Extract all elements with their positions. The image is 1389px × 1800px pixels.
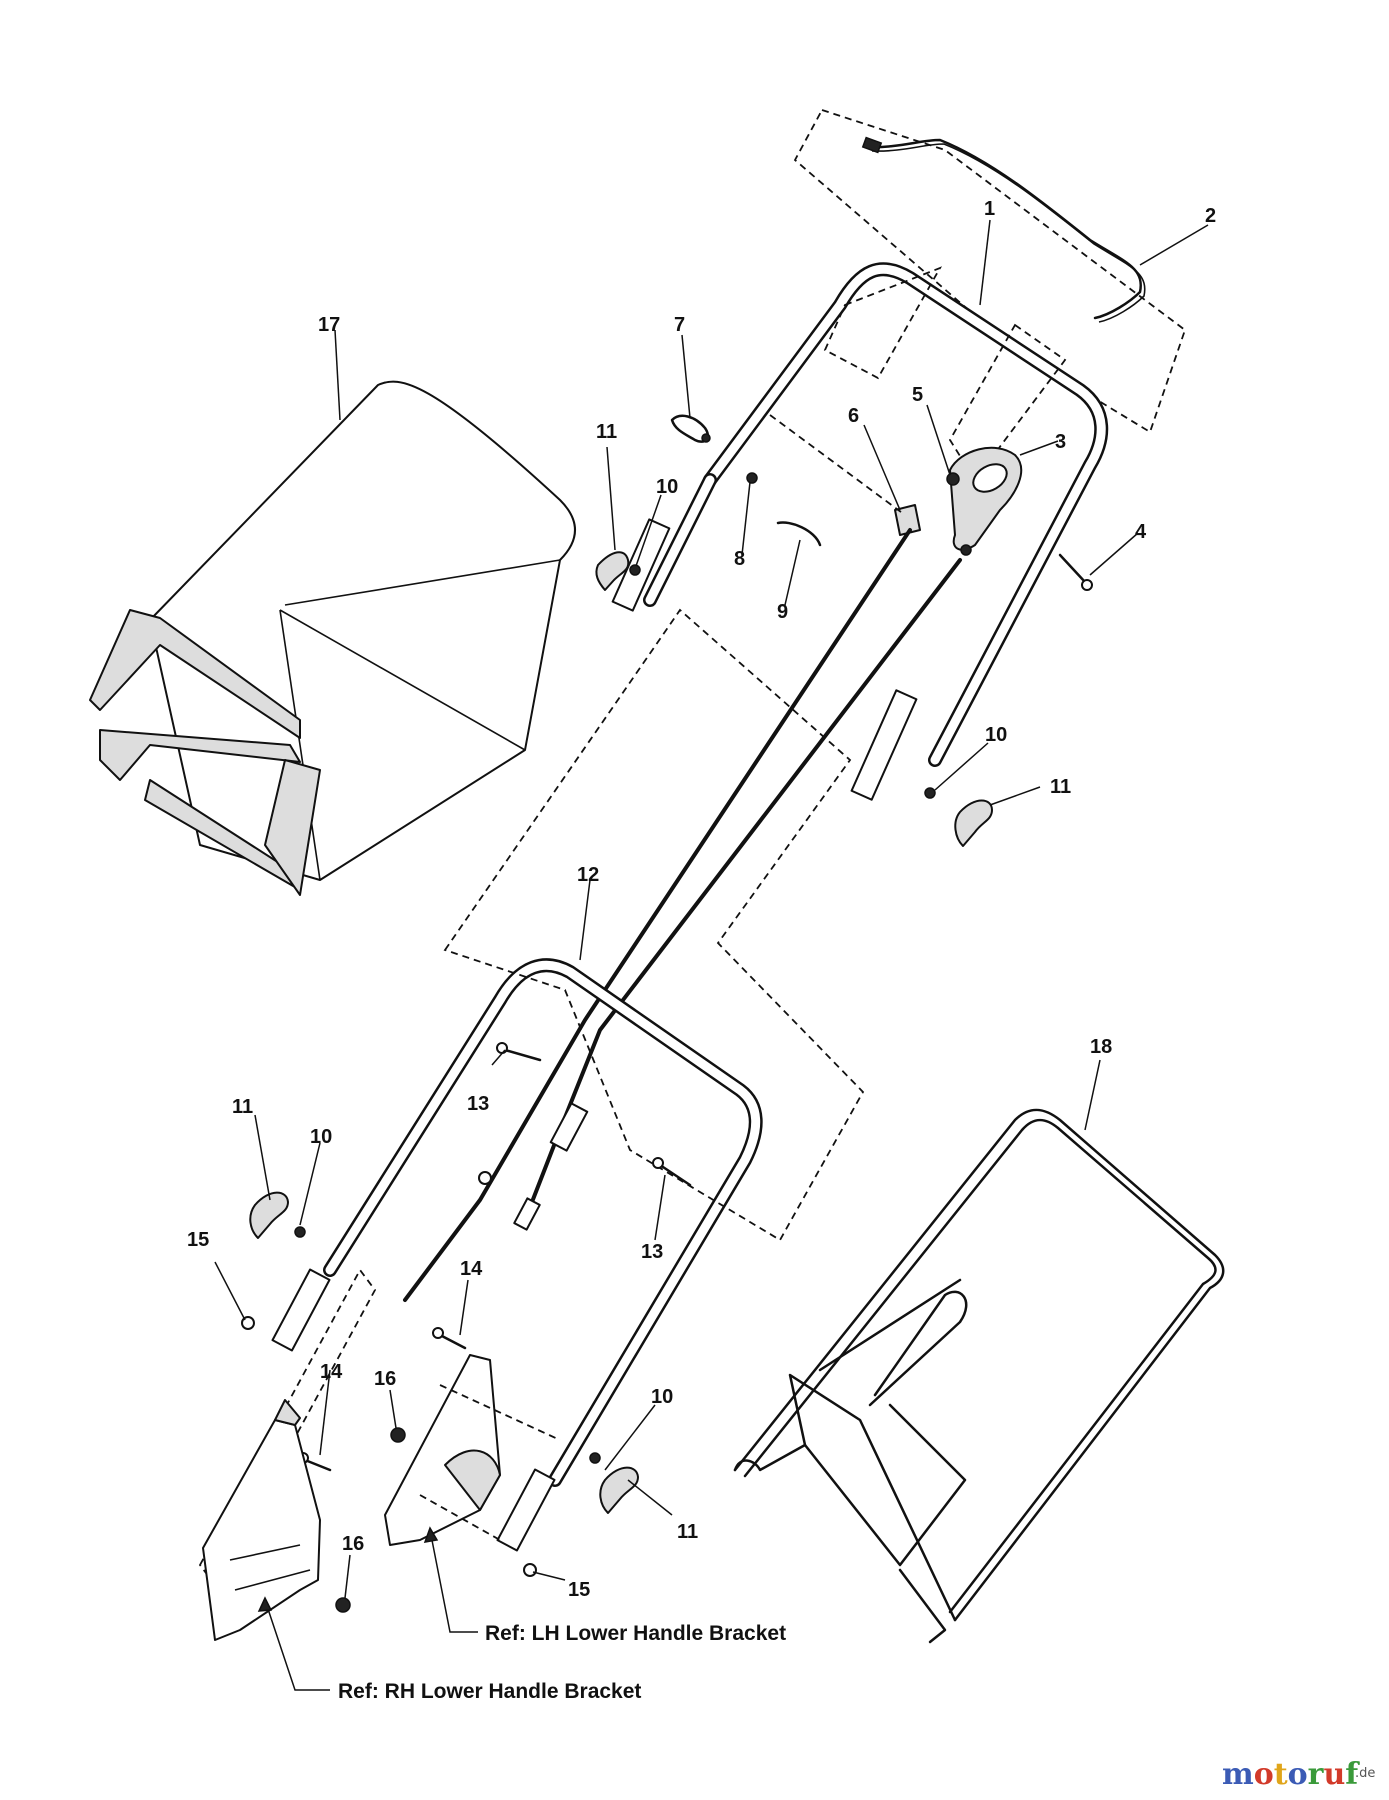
knob-upper-left-part bbox=[595, 551, 641, 591]
watermark-suffix: .de bbox=[1355, 1766, 1375, 1781]
callout-2: 2 bbox=[1205, 205, 1216, 227]
callout-9: 9 bbox=[777, 601, 788, 623]
callout-1: 1 bbox=[984, 198, 995, 220]
callout-13-a: 13 bbox=[467, 1093, 489, 1115]
control-lever-part bbox=[946, 446, 1023, 556]
callout-12: 12 bbox=[577, 864, 599, 886]
control-cables bbox=[403, 528, 962, 1302]
lh-bracket-reference: Ref: LH Lower Handle Bracket bbox=[485, 1622, 786, 1645]
nut-wire-part bbox=[746, 472, 822, 547]
knob-lower-left-part bbox=[249, 1191, 306, 1239]
watermark-letter: u bbox=[1323, 1757, 1345, 1792]
knob-upper-right-part bbox=[924, 787, 993, 847]
rh-bracket-part bbox=[198, 1268, 377, 1641]
watermark-logo: motoruf .de bbox=[1222, 1757, 1375, 1792]
callout-10-d: 10 bbox=[651, 1386, 673, 1408]
callout-11-b: 11 bbox=[1050, 776, 1071, 798]
callout-4: 4 bbox=[1135, 521, 1147, 543]
callout-14-a: 14 bbox=[460, 1258, 483, 1280]
cable-tie-part bbox=[670, 414, 711, 443]
callout-6: 6 bbox=[848, 405, 859, 427]
callout-5: 5 bbox=[912, 384, 923, 406]
callout-3: 3 bbox=[1055, 431, 1066, 453]
upper-handle-part bbox=[611, 262, 1109, 801]
knob-lower-right-part bbox=[589, 1452, 639, 1514]
catcher-frame-part bbox=[733, 1108, 1225, 1644]
grass-bag-part bbox=[89, 380, 576, 896]
watermark-text: motoruf bbox=[1222, 1757, 1360, 1792]
callout-13-b: 13 bbox=[641, 1241, 663, 1263]
callout-16-a: 16 bbox=[374, 1368, 396, 1390]
handle-bolts-part bbox=[496, 1042, 692, 1187]
callout-11-a: 11 bbox=[596, 421, 617, 443]
callout-14-b: 14 bbox=[320, 1361, 343, 1383]
cable-clip-part bbox=[769, 414, 921, 536]
callout-17: 17 bbox=[318, 314, 340, 336]
bolt-part bbox=[1058, 553, 1093, 591]
watermark-letter: o bbox=[1288, 1757, 1308, 1792]
watermark-letter: t bbox=[1274, 1757, 1288, 1792]
watermark-letter: r bbox=[1308, 1757, 1325, 1792]
watermark-letter: o bbox=[1254, 1757, 1274, 1792]
callout-labels: 1 2 3 4 5 6 7 8 9 10 10 10 10 11 11 11 1… bbox=[187, 198, 1216, 1601]
callout-8: 8 bbox=[734, 548, 745, 570]
callout-15-b: 15 bbox=[568, 1579, 590, 1601]
callout-10-a: 10 bbox=[656, 476, 678, 498]
callout-10-b: 10 bbox=[985, 724, 1007, 746]
control-bar-part bbox=[793, 108, 1187, 434]
watermark-letter: f bbox=[1345, 1757, 1360, 1792]
callout-11-d: 11 bbox=[677, 1521, 698, 1543]
callout-7: 7 bbox=[674, 314, 685, 336]
callout-11-c: 11 bbox=[232, 1096, 253, 1118]
rh-bracket-reference: Ref: RH Lower Handle Bracket bbox=[338, 1680, 641, 1703]
leader-lines bbox=[214, 219, 1209, 1691]
lh-bracket-part bbox=[384, 1354, 561, 1546]
lower-handle-part bbox=[271, 608, 865, 1552]
callout-10-c: 10 bbox=[310, 1126, 332, 1148]
callout-18: 18 bbox=[1090, 1036, 1112, 1058]
callout-15-a: 15 bbox=[187, 1229, 209, 1251]
watermark-letter: m bbox=[1222, 1757, 1254, 1792]
callout-16-b: 16 bbox=[342, 1533, 364, 1555]
